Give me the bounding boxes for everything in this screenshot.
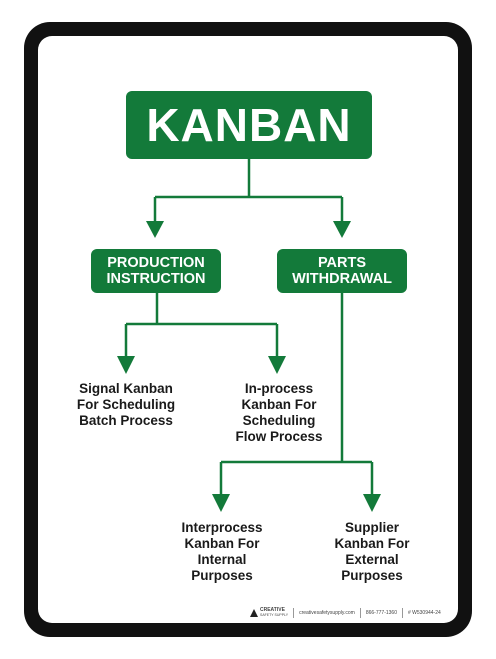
arrow-head-supplier bbox=[363, 494, 381, 512]
arrow-head-inprocess bbox=[268, 356, 286, 374]
arrow-head-parts bbox=[333, 221, 351, 238]
footer-sku: # W530944-24 bbox=[407, 610, 441, 616]
parts-withdrawal-box: PARTS WITHDRAWAL bbox=[277, 249, 407, 293]
supplier-kanban-label: Supplier Kanban For External Purposes bbox=[334, 520, 410, 583]
logo-icon bbox=[250, 609, 258, 617]
sign-footer: CREATIVE SAFETY SUPPLY creativesafetysup… bbox=[250, 606, 460, 620]
footer-phone: 866-777-1360 bbox=[365, 610, 397, 616]
arrow-head-interprocess bbox=[212, 494, 230, 512]
footer-website: creativesafetysupply.com bbox=[299, 610, 355, 616]
connector-parts-to-leaves bbox=[219, 293, 374, 495]
footer-divider bbox=[293, 608, 295, 618]
connector-title-to-branches bbox=[153, 159, 344, 222]
interprocess-kanban-label: Interprocess Kanban For Internal Purpose… bbox=[181, 520, 263, 583]
kanban-title: KANBAN bbox=[126, 91, 372, 159]
footer-divider bbox=[401, 608, 403, 618]
arrow-head-production bbox=[146, 221, 164, 238]
logo-brand: CREATIVE bbox=[260, 607, 285, 613]
signal-kanban-label: Signal Kanban For Scheduling Batch Proce… bbox=[76, 381, 176, 428]
creative-safety-supply-logo: CREATIVE SAFETY SUPPLY bbox=[250, 608, 288, 618]
footer-divider bbox=[359, 608, 361, 618]
inprocess-kanban-label: In-process Kanban For Scheduling Flow Pr… bbox=[235, 381, 323, 444]
arrow-head-signal bbox=[117, 356, 135, 374]
logo-brand-sub: SAFETY SUPPLY bbox=[260, 613, 289, 617]
connector-production-to-leaves bbox=[124, 293, 279, 357]
production-instruction-box: PRODUCTION INSTRUCTION bbox=[91, 249, 221, 293]
